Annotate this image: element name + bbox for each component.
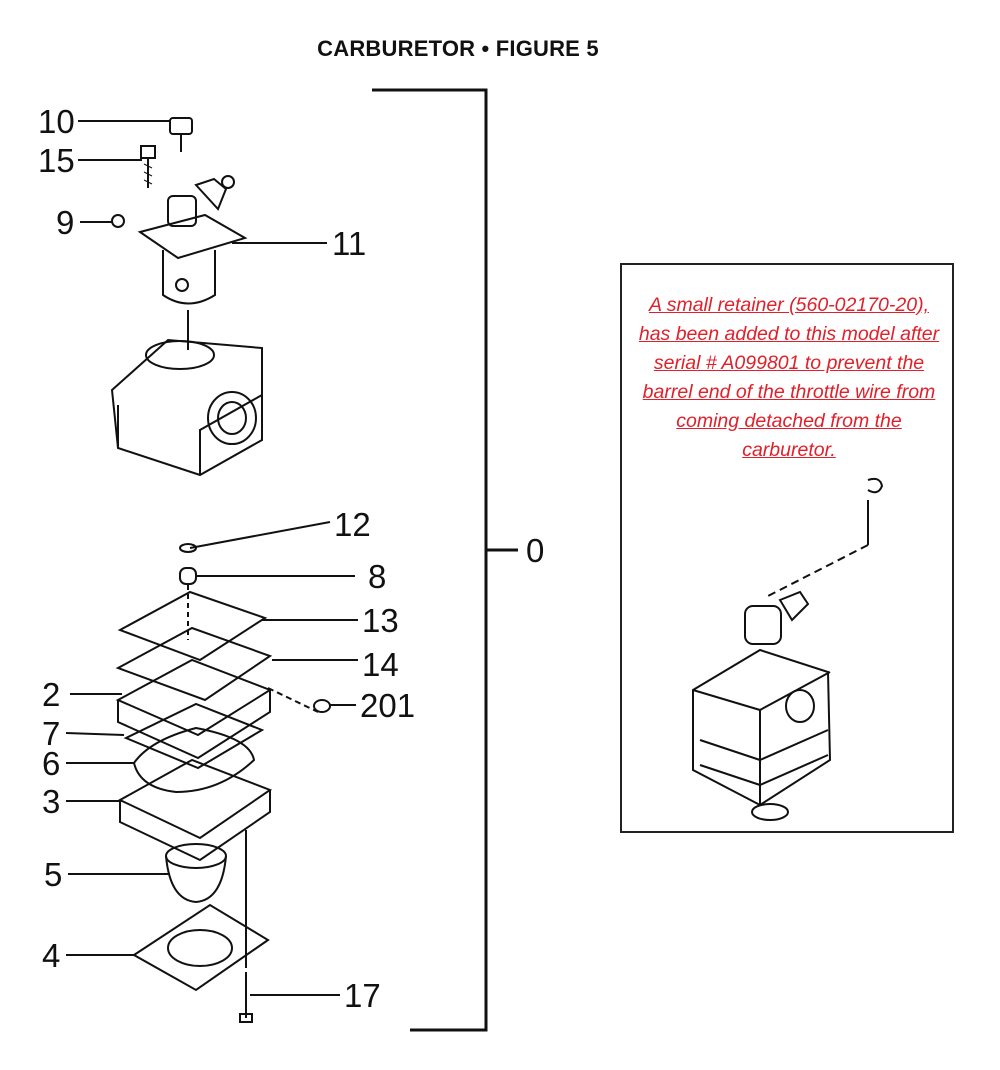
figure-title: CARBURETOR • FIGURE 5 [317, 36, 599, 61]
assembly-bracket [372, 88, 518, 1032]
retainer-note-box: A small retainer (560-02170-20), has bee… [620, 263, 954, 833]
callout-2: 2 [42, 676, 60, 713]
callout-7: 7 [42, 715, 60, 752]
callout-12: 12 [334, 506, 371, 543]
callout-9: 9 [56, 204, 74, 241]
callout-0: 0 [526, 532, 544, 569]
callout-15: 15 [38, 142, 75, 179]
callout-3: 3 [42, 783, 60, 820]
callout-201: 201 [360, 687, 415, 724]
callout-8: 8 [368, 558, 386, 595]
callout-4: 4 [42, 937, 60, 974]
retainer-note-text: A small retainer (560-02170-20), has bee… [638, 294, 940, 461]
callout-17: 17 [344, 977, 381, 1014]
callout-10: 10 [38, 103, 75, 140]
callout-6: 6 [42, 745, 60, 782]
callout-13: 13 [362, 602, 399, 639]
callout-14: 14 [362, 646, 399, 683]
callout-11: 11 [332, 225, 366, 262]
callout-5: 5 [44, 856, 62, 893]
